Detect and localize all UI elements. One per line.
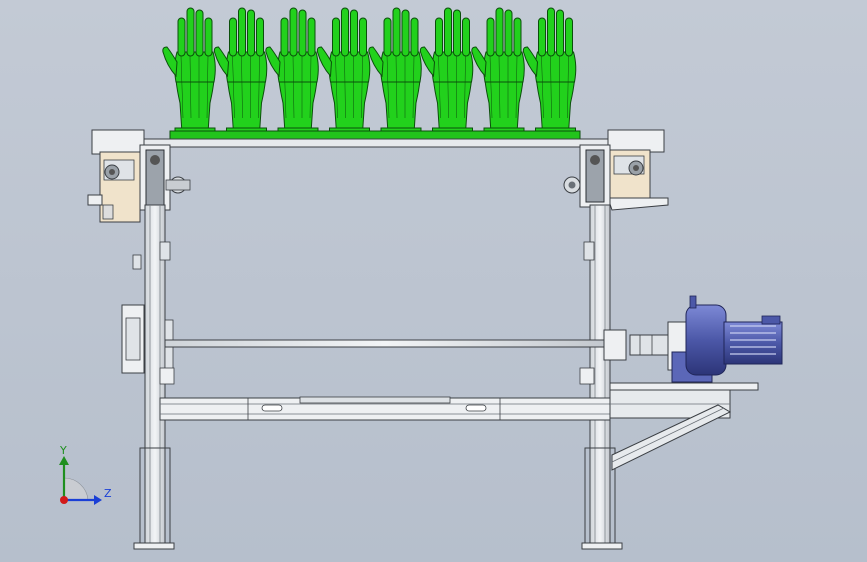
hand-mold	[471, 7, 525, 135]
z-axis-arrowhead	[94, 495, 102, 505]
hand-mold	[265, 7, 319, 135]
electric-motor	[723, 321, 783, 365]
x-axis-origin	[60, 496, 68, 504]
hand-mold	[522, 7, 577, 135]
left-foot-plate	[133, 542, 175, 550]
top-cross-plate	[139, 138, 611, 148]
lower-cross-beam	[159, 396, 611, 421]
y-axis-label: Y	[59, 444, 67, 457]
hand-mold	[162, 7, 216, 135]
hand-mold-row	[162, 7, 577, 135]
motor-bracket	[609, 382, 759, 471]
left-column	[132, 204, 175, 550]
axis-triad: Y Z	[59, 444, 112, 505]
gear-motor	[603, 295, 783, 383]
hand-mold	[419, 7, 474, 135]
z-axis-label: Z	[104, 487, 112, 500]
right-drive-assembly	[563, 129, 669, 211]
main-drive-shaft	[164, 339, 606, 348]
right-column	[581, 204, 623, 550]
gearbox-housing	[685, 304, 727, 376]
y-axis-arrowhead	[59, 456, 69, 465]
left-drive-assembly	[87, 129, 191, 223]
hand-mold	[213, 7, 268, 135]
hand-mold	[316, 7, 371, 135]
right-foot-plate	[581, 542, 623, 550]
shaft-coupling	[629, 334, 669, 356]
hand-mold	[368, 7, 422, 135]
